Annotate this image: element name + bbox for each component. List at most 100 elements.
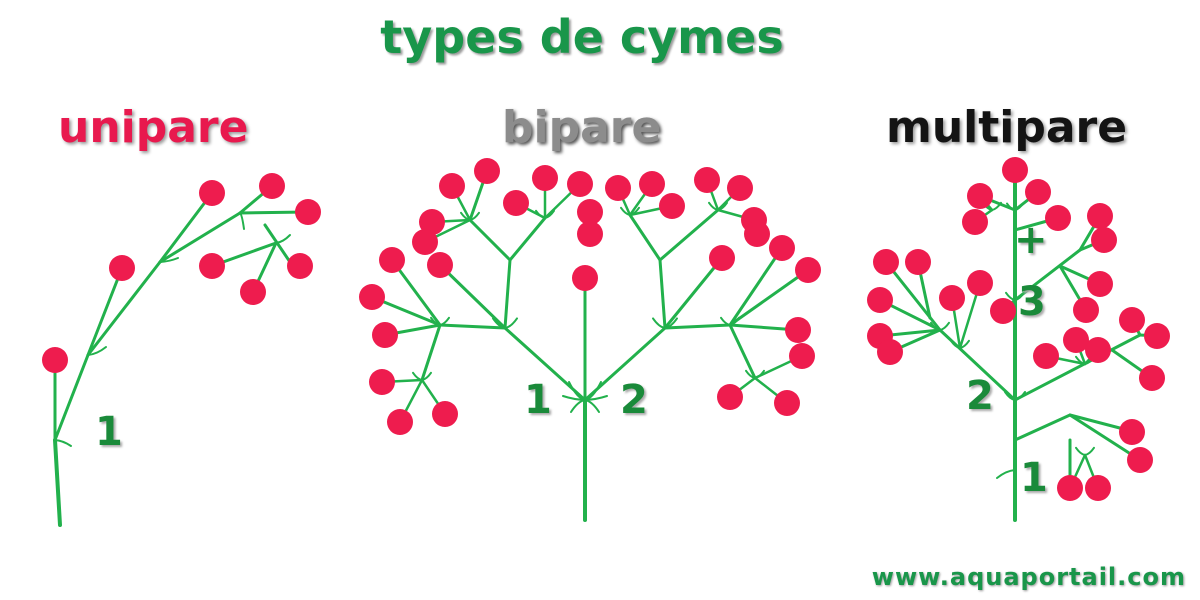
biparous-flower xyxy=(474,158,500,184)
multiparous-flower xyxy=(873,249,899,275)
multiparous-flower xyxy=(1144,323,1170,349)
multiparous-lower-flower xyxy=(1057,475,1083,501)
multiparous-flower xyxy=(1002,157,1028,183)
multiparous-lower-bract xyxy=(1075,446,1086,456)
biparous-upper-center-right-flower xyxy=(639,171,665,197)
biparous-flower xyxy=(744,221,770,247)
biparous-flower xyxy=(785,317,811,343)
uniparous-flower xyxy=(199,253,225,279)
multiparous-flower xyxy=(1139,365,1165,391)
multiparous-flower xyxy=(990,298,1016,324)
biparous-flower xyxy=(795,257,821,283)
biparous-lower-left-bract xyxy=(421,371,432,381)
biparous-title: bipare xyxy=(502,102,662,153)
biparous-lower-left-flower xyxy=(369,369,395,395)
biparous-lower-right-flower xyxy=(717,384,743,410)
multiparous-bract xyxy=(1014,291,1025,301)
multiparous-bract xyxy=(1014,391,1026,401)
biparous-branch xyxy=(728,246,784,327)
uniparous-flower xyxy=(295,199,321,225)
multiparous-top-left-bract xyxy=(991,201,1002,211)
biparous-upper-center-left-flower xyxy=(503,190,529,216)
biparous-lower-left-bract xyxy=(412,371,423,381)
biparous-flower xyxy=(769,235,795,261)
multiparous-label-1: 1 xyxy=(1020,455,1048,501)
biparous-lower-right-flower xyxy=(789,343,815,369)
multiparous-mid-right-flower xyxy=(1085,337,1111,363)
multiparous-branch xyxy=(1013,413,1072,442)
biparous-upper-left-flower xyxy=(419,209,445,235)
page-title: types de cymes xyxy=(380,10,784,64)
multiparous-mid-right-flower xyxy=(1063,327,1089,353)
biparous-bract xyxy=(504,317,518,329)
biparous-bract xyxy=(729,316,740,326)
biparous-lower-left-flower xyxy=(387,409,413,435)
biparous-branch xyxy=(390,258,442,327)
biparous-branch xyxy=(508,216,547,262)
biparous-lower-right-bract xyxy=(754,369,765,379)
multiparous-top-left-flower xyxy=(962,209,988,235)
multiparous-flower xyxy=(1119,419,1145,445)
biparous-flower xyxy=(577,221,603,247)
uniparous-branch xyxy=(86,266,124,357)
biparous-upper-center-right-flower xyxy=(659,193,685,219)
multiparous-mid-left-inner-bract xyxy=(959,339,970,349)
biparous-upper-center-left-flower xyxy=(532,165,558,191)
uniparous-main-stem xyxy=(53,438,62,527)
website-url: www.aquaportail.com xyxy=(871,563,1186,591)
biparous-label-2: 2 xyxy=(620,377,648,423)
multiparous-flower xyxy=(1087,271,1113,297)
multiparous-flower xyxy=(1091,227,1117,253)
uniparous-bract xyxy=(87,346,107,356)
biparous-flower xyxy=(709,245,735,271)
uniparous-main-stem xyxy=(86,260,162,357)
multiparous-lower-flower xyxy=(1085,475,1111,501)
multiparous-bract xyxy=(996,469,1016,479)
uniparous-bract xyxy=(275,234,291,244)
multiparous-flower xyxy=(1025,179,1051,205)
biparous-upper-right-bract xyxy=(717,201,728,211)
multiparous-bract xyxy=(1014,202,1024,211)
multiparous-mid-left-inner-flower xyxy=(967,270,993,296)
biparous-bract xyxy=(570,399,586,413)
biparous-branch xyxy=(438,263,507,330)
multiparous-flower xyxy=(905,249,931,275)
multiparous-label-plus: + xyxy=(1014,217,1048,263)
biparous-upper-center-left-bract xyxy=(544,209,555,219)
biparous-branch xyxy=(503,258,512,330)
uniparous-flower xyxy=(42,347,68,373)
uniparous-flower xyxy=(240,279,266,305)
uniparous-label-1: 1 xyxy=(95,409,123,455)
biparous-branch xyxy=(658,208,720,262)
biparous-branch xyxy=(658,258,667,330)
uniparous-main-stem xyxy=(158,211,242,264)
biparous-upper-center-right-bract xyxy=(629,206,640,216)
biparous-upper-left-bract xyxy=(469,211,480,221)
biparous-upper-right-flower xyxy=(727,175,753,201)
uniparous-bract xyxy=(159,257,179,263)
multiparous-lower-bract xyxy=(1084,446,1095,456)
multiparous-mid-right-flower xyxy=(1033,343,1059,369)
multiparous-label-3: 3 xyxy=(1018,279,1046,325)
multiparous-flower xyxy=(1045,205,1071,231)
biparous-upper-left-flower xyxy=(439,173,465,199)
uniparous-title: unipare xyxy=(58,102,249,153)
uniparous-flower xyxy=(199,180,225,206)
biparous-flower xyxy=(359,284,385,310)
biparous-branch xyxy=(628,213,662,262)
multiparous-flower xyxy=(1119,307,1145,333)
uniparous-branch xyxy=(158,191,214,264)
bracts xyxy=(54,201,1095,479)
multiparous-flower xyxy=(1127,447,1153,473)
biparous-flower xyxy=(372,322,398,348)
biparous-bract xyxy=(664,317,678,329)
multiparous-mid-left-inner-flower xyxy=(939,285,965,311)
biparous-bract xyxy=(652,317,666,329)
biparous-branch xyxy=(728,268,810,327)
multiparous-flower xyxy=(1087,203,1113,229)
uniparous-bract xyxy=(239,212,245,230)
multiparous-flower xyxy=(877,339,903,365)
multiparous-branch xyxy=(1068,413,1142,462)
biparous-bract xyxy=(439,316,450,326)
biparous-flower xyxy=(572,265,598,291)
